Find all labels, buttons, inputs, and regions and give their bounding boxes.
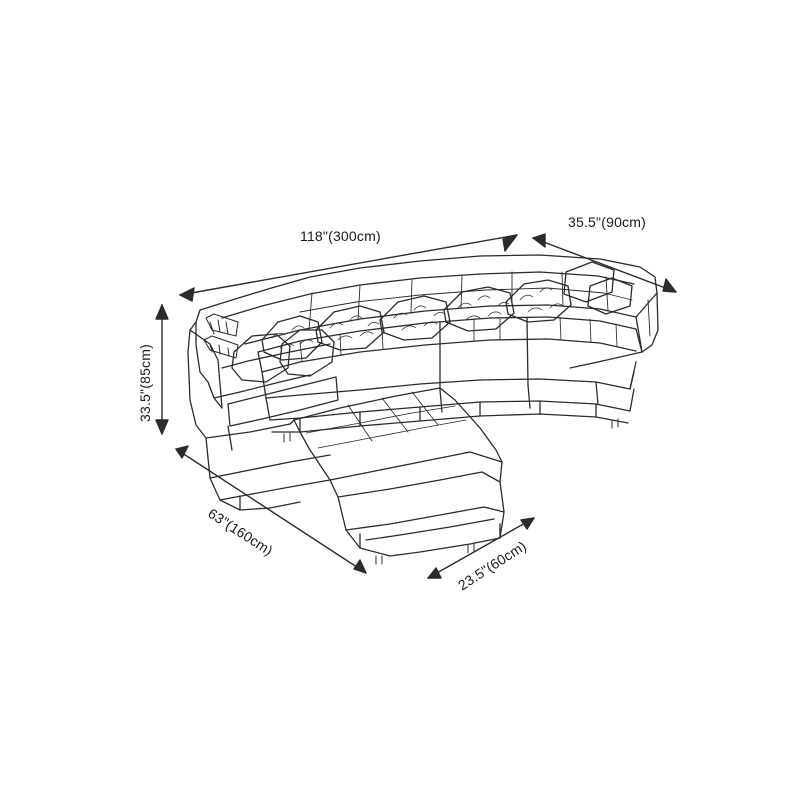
patterned-pillow-2 <box>315 305 385 351</box>
sofa-base-main <box>265 371 635 433</box>
dimension-arrow-chaise-depth <box>427 517 535 579</box>
chaise-tufting-lines <box>305 391 467 449</box>
corner-pillow-1 <box>231 333 291 383</box>
patterned-pillow-1 <box>261 315 323 361</box>
right-side-seam <box>647 299 651 337</box>
corner-seat-cushion <box>221 343 339 427</box>
dimension-label-depth-right: 35.5"(90cm) <box>568 214 646 230</box>
seat-tufting-lines <box>299 316 618 363</box>
patterned-pillow-3 <box>379 295 451 341</box>
sofa-backrest-outline <box>195 254 658 383</box>
dimension-arrow-width-main <box>179 234 518 302</box>
seat-cushions-main <box>257 316 643 399</box>
dimension-arrow-depth-right <box>532 233 677 293</box>
patterned-pillow-5 <box>505 279 572 323</box>
backrest-tufting-lines <box>299 271 633 331</box>
right-armrest <box>569 292 659 369</box>
square-pillow-right-2 <box>587 277 633 315</box>
dimension-label-width-main: 118"(300cm) <box>300 228 381 244</box>
square-pillow-right-1 <box>563 261 615 303</box>
patterned-pillow-4 <box>443 286 515 332</box>
sofa-feet <box>283 418 619 565</box>
corner-pillow-2 <box>279 329 335 377</box>
chaise-base <box>337 481 505 557</box>
left-armrest <box>187 321 311 439</box>
corner-base <box>205 419 331 511</box>
dimension-label-height: 33.5"(85cm) <box>137 344 153 422</box>
dimension-arrow-chaise-length <box>175 445 367 574</box>
armrest-console-detail <box>203 313 239 359</box>
dimension-arrow-height <box>155 304 169 435</box>
